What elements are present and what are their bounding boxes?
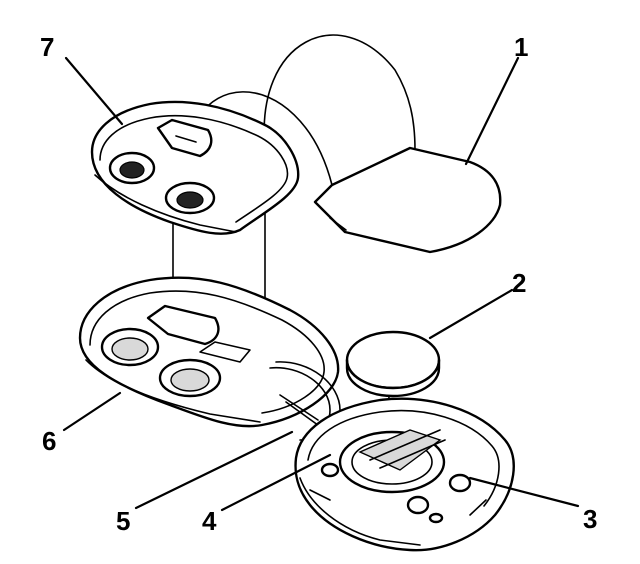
leader-7 bbox=[64, 56, 124, 126]
part-4-lower-housing bbox=[294, 397, 515, 552]
callout-3: 3 bbox=[583, 504, 597, 534]
callout-4: 4 bbox=[202, 506, 217, 536]
leader-1 bbox=[464, 56, 520, 166]
leader-5 bbox=[134, 430, 294, 510]
part-7-button-keypad bbox=[90, 100, 300, 235]
callout-1: 1 bbox=[514, 32, 528, 62]
leader-2 bbox=[428, 288, 514, 340]
leader-lines bbox=[62, 56, 580, 512]
leader-3 bbox=[468, 476, 580, 508]
part-2-coin-battery bbox=[345, 330, 441, 398]
leader-4 bbox=[220, 453, 332, 512]
callout-6: 6 bbox=[42, 426, 56, 456]
part-1-label-pad bbox=[313, 146, 502, 254]
leader-6 bbox=[62, 391, 122, 432]
part-6-upper-housing bbox=[78, 276, 340, 428]
callout-2: 2 bbox=[512, 268, 526, 298]
callout-numbers: 1 2 3 4 5 6 7 bbox=[40, 32, 597, 536]
callout-5: 5 bbox=[116, 506, 130, 536]
callout-7: 7 bbox=[40, 32, 54, 62]
